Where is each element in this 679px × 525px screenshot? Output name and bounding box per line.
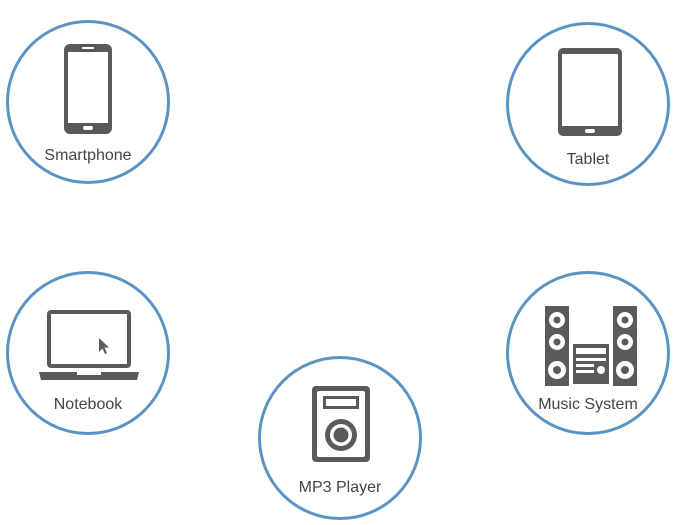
device-node-notebook: Notebook [6,271,170,435]
tablet-icon [558,48,622,136]
cursor-icon [99,338,109,354]
device-label-notebook: Notebook [53,396,123,413]
laptop-icon [39,310,139,380]
device-label-tablet: Tablet [566,151,610,168]
stereo-system-icon [545,306,637,386]
mp3-player-icon [312,386,370,462]
device-label-mp3-player: MP3 Player [298,479,382,496]
device-node-smartphone: Smartphone [6,20,170,184]
device-label-smartphone: Smartphone [44,147,132,164]
device-node-mp3-player: MP3 Player [258,356,422,520]
device-node-tablet: Tablet [506,22,670,186]
smartphone-icon [64,44,112,134]
device-label-music-system: Music System [538,396,638,413]
device-node-music-system: Music System [506,271,670,435]
